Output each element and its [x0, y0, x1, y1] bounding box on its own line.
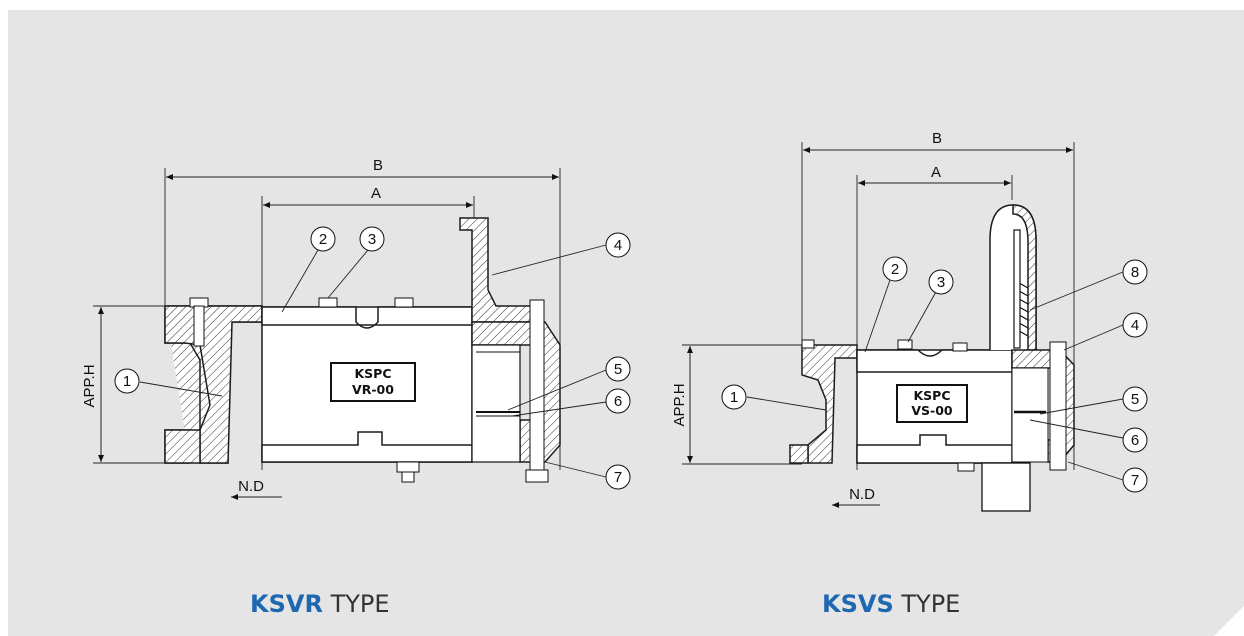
ksvr-callout-6: 6	[605, 388, 631, 414]
ksvr-nameplate-line1: KSPC	[354, 366, 391, 381]
svg-text:1: 1	[730, 389, 738, 406]
svg-text:6: 6	[1131, 432, 1139, 449]
ksvr-dim-apph-label: APP.H	[81, 364, 98, 407]
folded-corner	[1214, 606, 1244, 636]
ksvr-top-stud-left	[189, 297, 209, 347]
ksvs-inlet-lower-lip	[789, 444, 809, 464]
svg-text:4: 4	[614, 237, 622, 254]
svg-text:3: 3	[937, 274, 945, 291]
ksvs-bottom-cover	[856, 434, 1013, 464]
ksvs-caption-rest: TYPE	[893, 590, 961, 618]
svg-text:3: 3	[368, 231, 376, 248]
svg-text:4: 4	[1131, 317, 1139, 334]
svg-text:7: 7	[1131, 472, 1139, 489]
ksvs-stud-3	[897, 339, 913, 350]
svg-text:8: 8	[1131, 264, 1139, 281]
ksvs-dim-apph: APP.H	[671, 344, 802, 465]
ksvr-caption-rest: TYPE	[322, 590, 390, 618]
ksvr-caption: KSVR TYPE	[250, 590, 390, 618]
ksvs-callout-3: 3	[928, 269, 954, 295]
ksvs-nameplate-line1: KSPC	[913, 388, 950, 403]
svg-text:6: 6	[614, 393, 622, 410]
ksvs-bottom-nut	[957, 462, 975, 472]
svg-text:2: 2	[891, 261, 899, 278]
ksvs-callout-7: 7	[1122, 467, 1148, 493]
ksvs-spring	[1013, 229, 1029, 349]
ksvs-nameplate	[896, 384, 968, 423]
svg-text:2: 2	[319, 231, 327, 248]
ksvr-dim-apph: APP.H	[81, 305, 165, 464]
ksvr-dim-a-label: A	[371, 185, 381, 202]
ksvr-dim-b-label: B	[373, 157, 383, 174]
ksvr-dim-nd-label: N.D	[238, 478, 264, 495]
svg-text:5: 5	[1131, 391, 1139, 408]
ksvr-guide-rod	[529, 299, 545, 481]
ksvr-drawing: B A APP.H N.D	[81, 157, 631, 500]
ksvr-nameplate	[330, 362, 416, 402]
ksvs-callout-4: 4	[1122, 312, 1148, 338]
ksvs-guide-rod	[1049, 341, 1067, 471]
ksvr-nameplate-line2: VR-00	[352, 382, 394, 397]
ksvs-disc-chamber	[1011, 367, 1049, 463]
ksvs-dim-b-label: B	[932, 130, 942, 147]
ksvr-disc-chamber	[471, 344, 521, 463]
ksvs-dim-a-label: A	[931, 164, 941, 181]
ksvr-stud-3	[318, 297, 338, 308]
ksvr-callout-7: 7	[605, 464, 631, 490]
ksvr-stud-top-right	[394, 297, 414, 308]
ksvr-callout-4: 4	[605, 232, 631, 258]
ksvr-caption-bold: KSVR	[250, 590, 323, 618]
ksvs-callout-2: 2	[882, 256, 908, 282]
ksvr-bottom-bolt	[401, 471, 415, 483]
ksvs-dim-apph-label: APP.H	[671, 383, 688, 426]
ksvr-bottom-cover	[261, 431, 473, 463]
ksvs-nameplate-line2: VS-00	[911, 403, 953, 418]
ksvs-stud-left	[801, 339, 815, 349]
ksvr-dim-nd: N.D	[231, 478, 282, 500]
svg-text:7: 7	[614, 469, 622, 486]
ksvs-caption: KSVS TYPE	[822, 590, 960, 618]
ksvs-stud-top-right	[952, 342, 968, 352]
ksvr-callout-3: 3	[359, 226, 385, 252]
ksvr-vent-hood	[459, 217, 541, 323]
ksvs-callout-1: 1	[721, 384, 747, 410]
ksvr-leaders	[139, 244, 607, 478]
ksvr-callout-1: 1	[114, 368, 140, 394]
ksvr-callout-2: 2	[310, 226, 336, 252]
ksvr-guide-nut	[525, 469, 549, 483]
ksvs-callout-6: 6	[1122, 427, 1148, 453]
ksvs-dim-nd: N.D	[832, 486, 880, 508]
svg-text:1: 1	[123, 373, 131, 390]
ksvs-leaders	[746, 271, 1124, 481]
ksvs-drawing: B A APP.H N.D	[671, 130, 1148, 512]
ksvr-inlet-lower-lip	[164, 429, 201, 464]
ksvs-lower-outlet	[981, 462, 1031, 512]
ksvs-callout-8: 8	[1122, 259, 1148, 285]
ksvs-callout-5: 5	[1122, 386, 1148, 412]
ksvs-inlet-wall	[801, 344, 858, 464]
svg-text:5: 5	[614, 361, 622, 378]
ksvr-bottom-nut	[396, 461, 420, 473]
ksvs-dim-nd-label: N.D	[849, 486, 875, 503]
ksvs-caption-bold: KSVS	[822, 590, 894, 618]
ksvr-callout-5: 5	[605, 356, 631, 382]
